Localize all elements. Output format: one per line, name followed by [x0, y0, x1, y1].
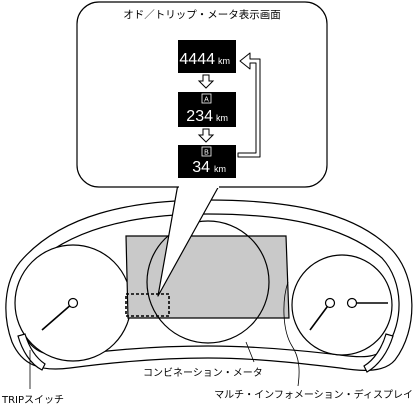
odo-trip-area-marker [125, 293, 170, 317]
odometer-value: 4444 [179, 51, 215, 68]
left-gauge [14, 244, 132, 362]
label-combination-meter: コンビネーション・メータ [143, 367, 263, 379]
trip-b-badge: B [204, 150, 209, 157]
cycle-back-arrow-icon [237, 52, 261, 158]
callout-title: オド／トリップ・メータ表示画面 [123, 8, 281, 21]
label-trip-switch: TRIPスイッチ [1, 394, 64, 406]
leader-line-combination-meter [245, 341, 255, 363]
odometer-unit: km [218, 56, 230, 66]
right-gauge-dial [291, 254, 393, 356]
arrow-down-icon [197, 74, 215, 89]
left-gauge-needle [41, 302, 74, 331]
right-gauge-hub-1 [324, 297, 336, 309]
trip-b-unit: km [214, 164, 226, 174]
callout-pointer [157, 183, 221, 297]
arrow-down-icon [197, 128, 215, 143]
leader-line-multi-info-display [283, 281, 300, 387]
right-gauge-needle-1 [309, 302, 331, 331]
right-stalk [363, 333, 394, 373]
right-gauge-hub-2 [346, 297, 358, 309]
trip-a-display: A 234 km [178, 92, 236, 127]
odometer-display: 4444 km [178, 40, 236, 73]
center-dial [146, 220, 270, 344]
label-multi-info-display: マルチ・インフォメーション・ディスプレイ [214, 388, 413, 401]
trip-a-value: 234 [186, 108, 213, 125]
trip-a-badge: A [204, 97, 209, 104]
left-gauge-hub [67, 297, 79, 309]
trip-switch[interactable] [17, 333, 46, 371]
right-gauge [291, 254, 393, 356]
trip-a-unit: km [216, 113, 228, 123]
trip-b-display: B 34 km [178, 145, 236, 178]
trip-b-value: 34 [192, 159, 210, 176]
